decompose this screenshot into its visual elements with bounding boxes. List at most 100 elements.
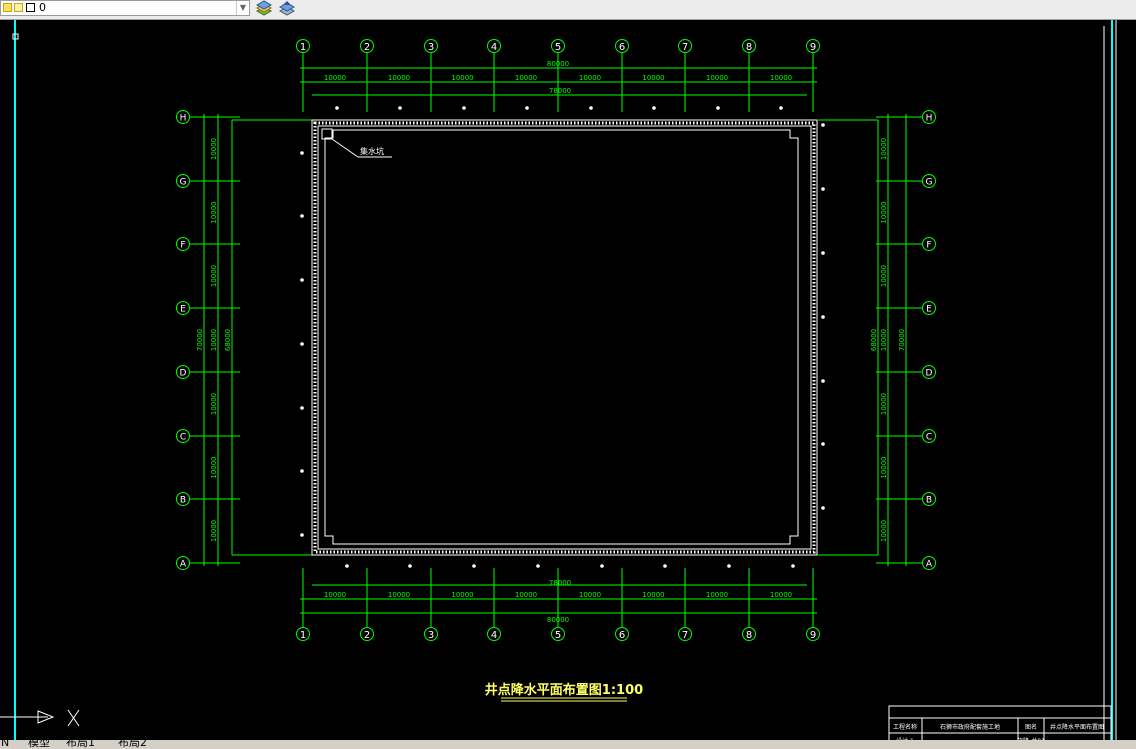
axis-bubble-top-2 xyxy=(360,39,374,53)
sump-pit-label: 集水坑 xyxy=(360,146,384,156)
layer-dropdown[interactable]: 0 ▼ xyxy=(0,0,250,16)
right-span-text-3: 10000 xyxy=(880,265,888,287)
axis-label-left-B: B xyxy=(180,496,186,506)
axis-label-right-B: B xyxy=(926,496,932,506)
tab-layout2[interactable]: 布局2 xyxy=(118,740,147,749)
well-point xyxy=(300,342,304,346)
well-point xyxy=(300,406,304,410)
axis-bubble-right-H xyxy=(922,110,936,124)
bottom-span-text-4: 10000 xyxy=(515,591,537,599)
axis-label-bottom-4: 4 xyxy=(491,630,497,641)
pit-hatch-ring xyxy=(313,121,816,554)
axis-bubble-left-A xyxy=(176,556,190,570)
axis-bubble-bottom-2 xyxy=(360,627,374,641)
axis-label-left-A: A xyxy=(180,560,187,570)
right-span-text-5: 10000 xyxy=(880,393,888,415)
axis-label-top-7: 7 xyxy=(682,42,688,53)
well-point xyxy=(335,106,339,110)
left-span-text-7: 10000 xyxy=(210,520,218,542)
well-point xyxy=(300,533,304,537)
layer-previous-button[interactable] xyxy=(277,0,297,18)
axis-label-right-A: A xyxy=(926,560,933,570)
bottom-span-text-8: 10000 xyxy=(770,591,792,599)
axis-label-bottom-5: 5 xyxy=(555,630,561,641)
axis-label-top-1: 1 xyxy=(300,42,306,53)
well-point xyxy=(821,251,825,255)
well-point xyxy=(821,379,825,383)
left-total-outer-text: 70000 xyxy=(196,329,204,351)
tab-model[interactable]: 模型 xyxy=(28,740,50,749)
well-point xyxy=(300,469,304,473)
axis-label-bottom-9: 9 xyxy=(810,630,816,641)
layer-states-button[interactable] xyxy=(254,0,274,18)
axis-label-top-6: 6 xyxy=(619,42,625,53)
axis-label-left-E: E xyxy=(180,305,186,315)
well-point xyxy=(300,214,304,218)
axis-bubble-right-E xyxy=(922,301,936,315)
bottom-total-outer-text: 80000 xyxy=(547,616,569,624)
tab-nav-first[interactable]: N xyxy=(1,740,10,749)
axis-bubble-top-3 xyxy=(424,39,438,53)
axis-bubble-top-8 xyxy=(742,39,756,53)
top-span-text-4: 10000 xyxy=(515,74,537,82)
right-total-inner-text: 68000 xyxy=(870,329,878,351)
axis-label-top-2: 2 xyxy=(364,42,370,53)
well-point xyxy=(589,106,593,110)
axis-bubble-right-C xyxy=(922,429,936,443)
right-span-text-2: 10000 xyxy=(880,201,888,223)
well-point xyxy=(716,106,720,110)
axis-bubble-left-C xyxy=(176,429,190,443)
bottom-span-text-6: 10000 xyxy=(642,591,664,599)
axis-label-bottom-6: 6 xyxy=(619,630,625,641)
left-span-text-2: 10000 xyxy=(210,201,218,223)
axis-bubble-bottom-1 xyxy=(296,627,310,641)
layer-previous-icon xyxy=(278,1,296,16)
axis-bubble-left-B xyxy=(176,492,190,506)
viewport-marker-icon xyxy=(12,33,19,40)
well-point xyxy=(462,106,466,110)
chevron-down-icon[interactable]: ▼ xyxy=(236,1,249,15)
layer-toolbar: 0 ▼ xyxy=(0,0,1136,20)
right-span-text-1: 10000 xyxy=(880,138,888,160)
axis-label-right-G: G xyxy=(926,178,933,188)
dimension-lines: 80000 10000 10000 10000 10000 10000 10000 10000… xyxy=(196,60,907,624)
axis-bubble-left-H xyxy=(176,110,190,124)
top-span-text-8: 10000 xyxy=(770,74,792,82)
axis-bubble-bottom-7 xyxy=(678,627,692,641)
axis-label-left-C: C xyxy=(180,433,186,443)
right-total-outer-text: 70000 xyxy=(898,329,906,351)
well-point xyxy=(779,106,783,110)
ucs-x-glyph-b xyxy=(67,709,80,727)
pit-outer-boundary xyxy=(311,119,818,556)
well-point xyxy=(821,442,825,446)
title-block-drawing-name: 井点降水平面布置图 xyxy=(1050,723,1104,731)
top-span-text-1: 10000 xyxy=(324,74,346,82)
layout-tab-bar: N 模型 布局1 布局2 xyxy=(0,740,1136,749)
layer-color-swatch-icon xyxy=(26,3,35,12)
axis-bubble-bottom-4 xyxy=(487,627,501,641)
left-span-text-6: 10000 xyxy=(210,456,218,478)
layer-on-icon xyxy=(3,3,12,12)
well-point xyxy=(821,315,825,319)
bottom-span-text-5: 10000 xyxy=(579,591,601,599)
title-block-project-name: 石狮市政府配套施工地 xyxy=(940,723,1000,731)
well-point xyxy=(525,106,529,110)
axis-label-top-4: 4 xyxy=(491,42,497,53)
foundation-pit xyxy=(311,119,818,556)
current-layer-name: 0 xyxy=(39,1,46,14)
left-span-text-5: 10000 xyxy=(210,393,218,415)
tab-layout1[interactable]: 布局1 xyxy=(66,740,95,749)
axis-bubble-top-1 xyxy=(296,39,310,53)
axis-label-right-F: F xyxy=(926,241,931,251)
axis-bubble-left-G xyxy=(176,174,190,188)
well-point xyxy=(472,564,476,568)
well-point xyxy=(791,564,795,568)
axis-bubble-top-5 xyxy=(551,39,565,53)
layer-sun-icon xyxy=(14,3,23,12)
well-point xyxy=(408,564,412,568)
well-points xyxy=(300,106,825,568)
axis-bubble-left-D xyxy=(176,365,190,379)
axis-bubble-bottom-5 xyxy=(551,627,565,641)
